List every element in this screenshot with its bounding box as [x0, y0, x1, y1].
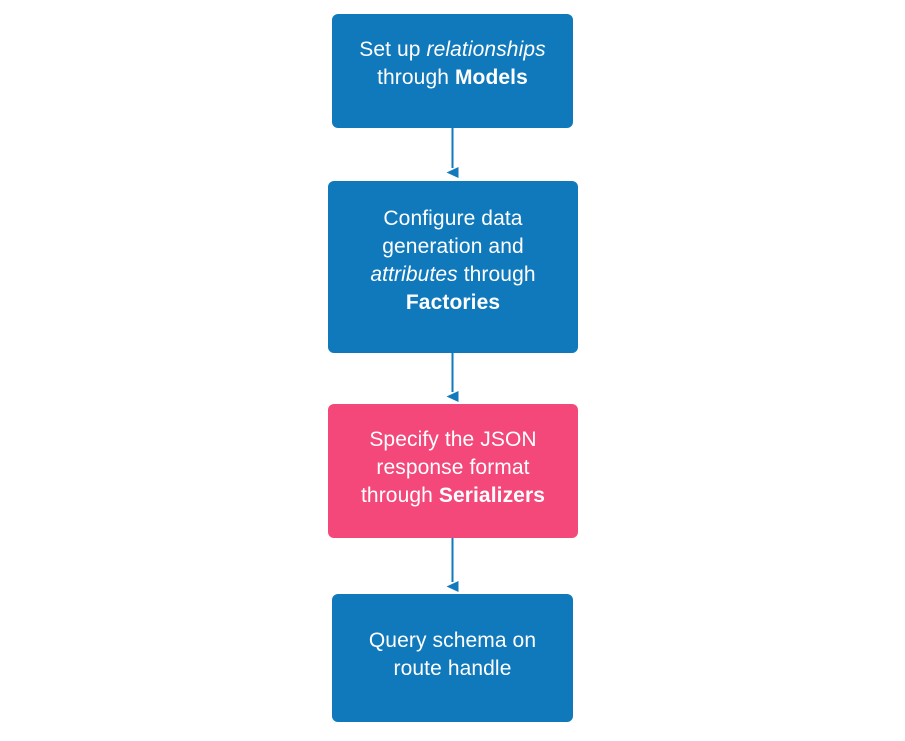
flow-node-factories[interactable]: Configure datageneration andattributes t… — [328, 181, 578, 353]
flow-node-serializers-label: Specify the JSONresponse formatthrough S… — [360, 428, 546, 507]
flow-node-models-label: Set up relationshipsthrough Models — [359, 38, 546, 89]
flow-node-models[interactable]: Set up relationshipsthrough Models — [332, 14, 573, 128]
flow-node-query[interactable]: Query schema onroute handle — [332, 594, 573, 722]
flow-node-factories-label: Configure datageneration andattributes t… — [370, 207, 536, 314]
flow-node-query-label: Query schema onroute handle — [368, 629, 537, 680]
flow-node-serializers[interactable]: Specify the JSONresponse formatthrough S… — [328, 404, 578, 538]
